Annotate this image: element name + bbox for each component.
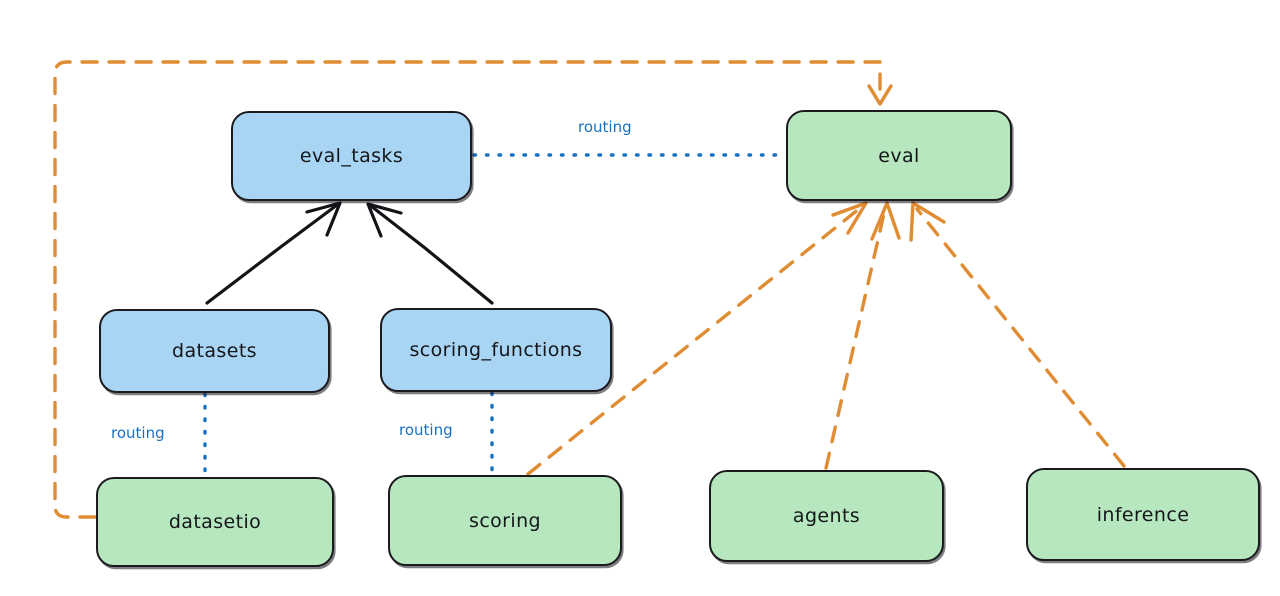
node-eval[interactable]: eval: [786, 110, 1012, 201]
node-label-datasetio: datasetio: [168, 511, 262, 533]
node-scoring-functions[interactable]: scoring_functions: [380, 308, 612, 392]
node-label-datasets: datasets: [172, 340, 257, 362]
node-label-agents: agents: [792, 505, 861, 527]
edge-inference-to-eval: [909, 201, 1126, 468]
edge-scoring-functions-to-eval-tasks: [366, 202, 494, 305]
node-datasetio[interactable]: datasetio: [96, 477, 334, 567]
node-inference[interactable]: inference: [1026, 468, 1260, 561]
node-label-scoring-functions: scoring_functions: [409, 339, 583, 361]
edge-datasetio-to-eval: [53, 60, 893, 519]
edge-datasets-to-eval-tasks: [205, 201, 342, 305]
node-scoring[interactable]: scoring: [388, 475, 622, 566]
edge-label-routing-datasets: routing: [111, 424, 165, 442]
edge-agents-to-eval: [824, 201, 901, 470]
edge-label-routing-scoring: routing: [399, 421, 453, 439]
node-label-eval-tasks: eval_tasks: [299, 145, 404, 167]
node-label-scoring: scoring: [469, 509, 541, 532]
edge-label-routing-eval-tasks: routing: [578, 118, 632, 136]
node-label-eval: eval: [878, 144, 920, 167]
node-datasets[interactable]: datasets: [99, 309, 330, 393]
node-label-inference: inference: [1096, 503, 1190, 526]
node-agents[interactable]: agents: [709, 470, 944, 562]
node-eval-tasks[interactable]: eval_tasks: [231, 111, 472, 201]
